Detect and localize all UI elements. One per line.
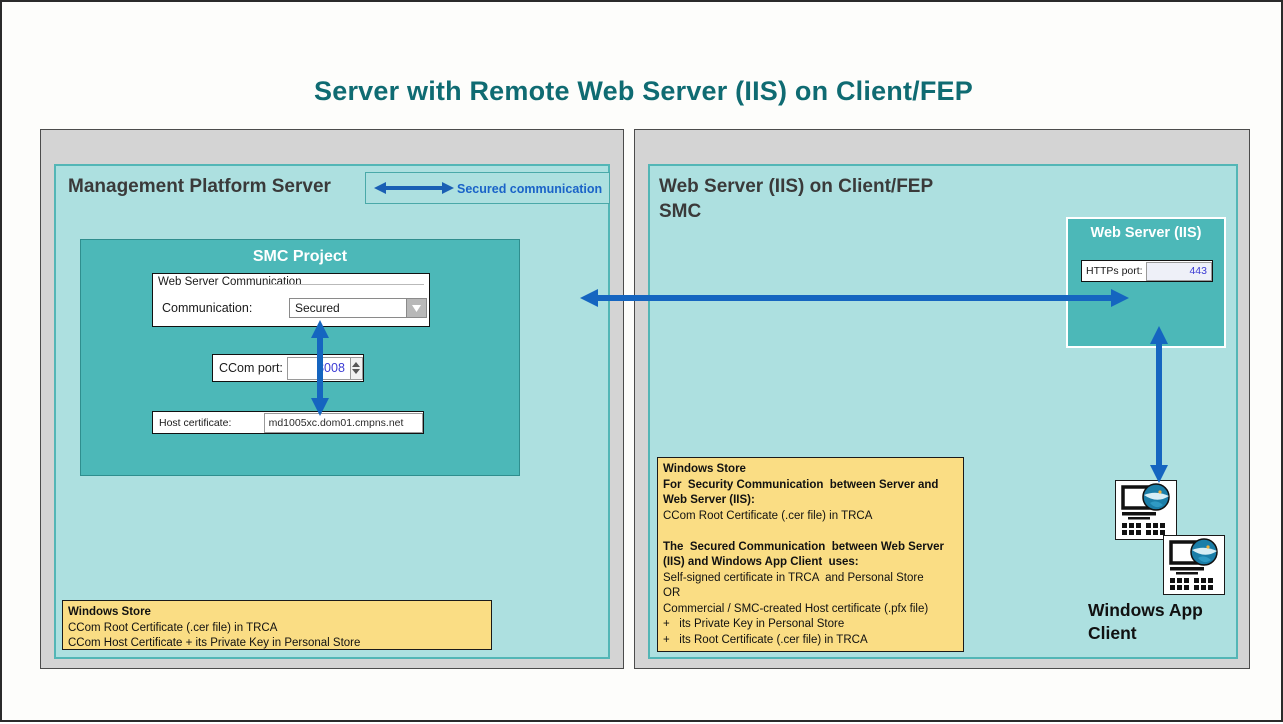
left-windows-store-note: Windows Store CCom Root Certificate (.ce… [62,600,492,650]
legend-label: Secured communication [457,182,603,196]
note-line: Self-signed certificate in TRCA and Pers… [663,571,924,584]
web-server-communication-group-label: Web Server Communication [158,276,302,288]
https-port-label: HTTPs port: [1086,265,1143,277]
web-server-iis-title: Web Server (IIS) [1090,225,1202,241]
left-panel-heading: Management Platform Server [68,176,331,197]
note-line: CCom Root Certificate (.cer file) in TRC… [663,509,873,522]
note-line: + its Root Certificate (.cer file) in TR… [663,633,868,646]
note-line [663,524,958,540]
ccom-port-field: CCom port: 8008 [212,354,364,382]
host-certificate-field: Host certificate: md1005xc.dom01.cmpns.n… [152,411,424,434]
note-line: For Security Communication between Serve… [663,478,939,491]
host-certificate-label: Host certificate: [159,416,232,429]
note-line: The Secured Communication between Web Se… [663,540,944,553]
note-line: OR [663,587,681,599]
note-title: Windows Store [663,463,746,475]
https-port-input[interactable]: 443 [1145,261,1212,281]
ccom-port-value: 8008 [317,361,345,375]
note-body: CCom Root Certificate (.cer file) in TRC… [68,621,486,652]
smc-project-title: SMC Project [252,248,348,265]
note-body: For Security Communication between Serve… [663,478,958,649]
ccom-port-input[interactable]: 8008 [286,356,351,380]
footer-clipped-text [68,668,468,680]
note-line: (IIS) and Windows App Client uses: [663,556,859,568]
web-server-iis-box [1066,217,1226,348]
https-port-field: HTTPs port: 443 [1081,260,1213,282]
spinner-updown-icon[interactable] [350,356,363,380]
right-panel-heading: Web Server (IIS) on Client/FEP SMC [659,176,934,222]
chevron-down-icon[interactable] [406,299,426,317]
note-line: Web Server (IIS): [663,494,755,506]
host-certificate-value: md1005xc.dom01.cmpns.net [268,416,404,429]
group-divider [264,284,424,285]
windows-app-client-label: Windows App Client [1088,600,1203,643]
double-arrow-icon [374,182,454,194]
note-line: CCom Host Certificate + its Private Key … [68,637,361,649]
ccom-port-label: CCom port: [219,361,283,375]
note-line: Commercial / SMC-created Host certificat… [663,602,929,615]
note-line: + its Private Key in Personal Store [663,618,845,630]
https-port-value: 443 [1189,265,1207,277]
note-title: Windows Store [68,606,151,618]
communication-label: Communication: [162,301,253,315]
right-windows-store-note: Windows Store For Security Communication… [657,457,964,652]
host-certificate-input[interactable]: md1005xc.dom01.cmpns.net [263,412,423,433]
communication-select[interactable]: Secured [289,298,427,318]
computer-globe-icon [1163,535,1225,595]
page-title: Server with Remote Web Server (IIS) on C… [314,76,973,106]
communication-selected-value: Secured [295,301,340,315]
note-line: CCom Root Certificate (.cer file) in TRC… [68,621,278,634]
computer-globe-icon [1115,480,1177,540]
